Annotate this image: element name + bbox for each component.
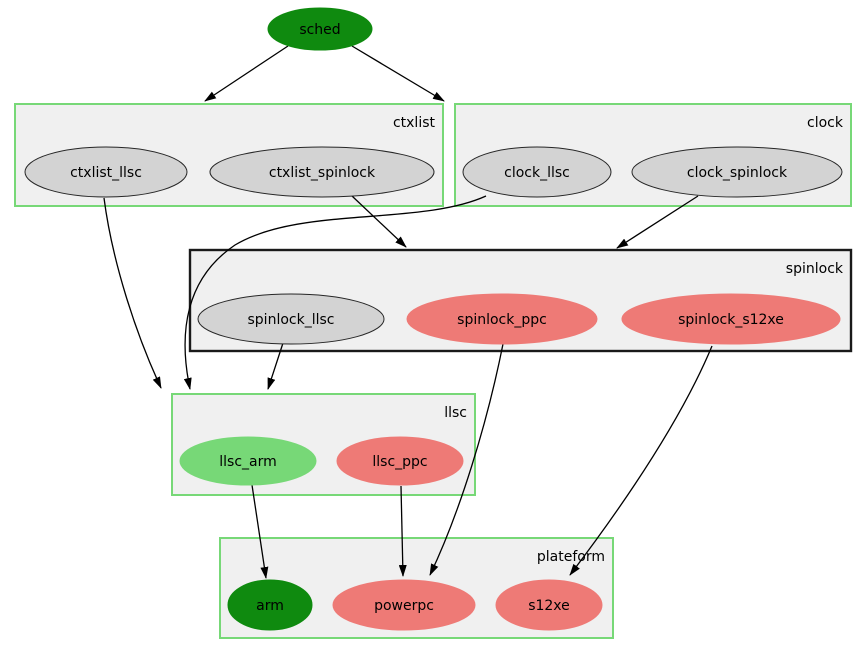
node-s12xe <box>495 579 603 631</box>
node-sched <box>267 7 373 51</box>
edge-spinlock_ppc-to-powerpc <box>429 343 504 576</box>
edge-spinlock_llsc-to-llsc <box>267 342 284 390</box>
nodes-layer: sched ctxlist_llsc ctxlist_spinlock clock_l… <box>24 7 843 631</box>
cluster-label-llsc: llsc <box>444 405 467 421</box>
edge-llsc_ppc-to-powerpc <box>398 485 407 577</box>
edge-ctxlist_spinlock-to-spinlock <box>351 195 407 248</box>
node-label-ctxlist_spinlock: ctxlist_spinlock <box>269 165 376 181</box>
node-llsc_ppc <box>336 436 464 486</box>
node-label-clock_spinlock: clock_spinlock <box>687 165 788 181</box>
node-label-sched: sched <box>299 22 340 38</box>
node-arm <box>227 579 313 631</box>
edge-spinlock_s12xe-to-s12xe <box>569 345 713 576</box>
edges-layer <box>103 45 713 579</box>
edge-clock_llsc-to-llsc <box>183 195 487 390</box>
cluster-label-clock: clock <box>807 115 844 131</box>
node-label-llsc_ppc: llsc_ppc <box>372 454 427 470</box>
node-label-ctxlist_llsc: ctxlist_llsc <box>70 165 142 181</box>
cluster-label-ctxlist: ctxlist <box>393 115 436 131</box>
node-label-arm: arm <box>256 598 284 614</box>
node-label-powerpc: powerpc <box>374 598 434 614</box>
node-label-spinlock_llsc: spinlock_llsc <box>248 312 335 328</box>
node-label-spinlock_s12xe: spinlock_s12xe <box>678 312 784 328</box>
node-spinlock_llsc <box>197 293 385 345</box>
edge-clock_spinlock-to-spinlock <box>616 195 699 249</box>
node-label-spinlock_ppc: spinlock_ppc <box>457 312 547 328</box>
node-label-s12xe: s12xe <box>528 598 570 614</box>
node-spinlock_ppc <box>406 293 598 345</box>
node-label-llsc_arm: llsc_arm <box>219 454 277 470</box>
node-powerpc <box>332 579 476 631</box>
node-clock_spinlock <box>631 146 843 198</box>
cluster-label-spinlock: spinlock <box>786 261 844 277</box>
node-clock_llsc <box>462 146 612 198</box>
edge-sched-to-clock <box>351 45 445 102</box>
cluster-label-plateform: plateform <box>537 549 605 565</box>
node-label-clock_llsc: clock_llsc <box>504 165 570 181</box>
node-ctxlist_llsc <box>24 146 188 198</box>
edge-ctxlist_llsc-to-llsc <box>103 197 162 389</box>
node-ctxlist_spinlock <box>209 146 435 198</box>
node-llsc_arm <box>179 436 317 486</box>
node-spinlock_s12xe <box>621 293 841 345</box>
edge-llsc_arm-to-arm <box>251 484 269 579</box>
edge-sched-to-ctxlist <box>204 45 289 102</box>
